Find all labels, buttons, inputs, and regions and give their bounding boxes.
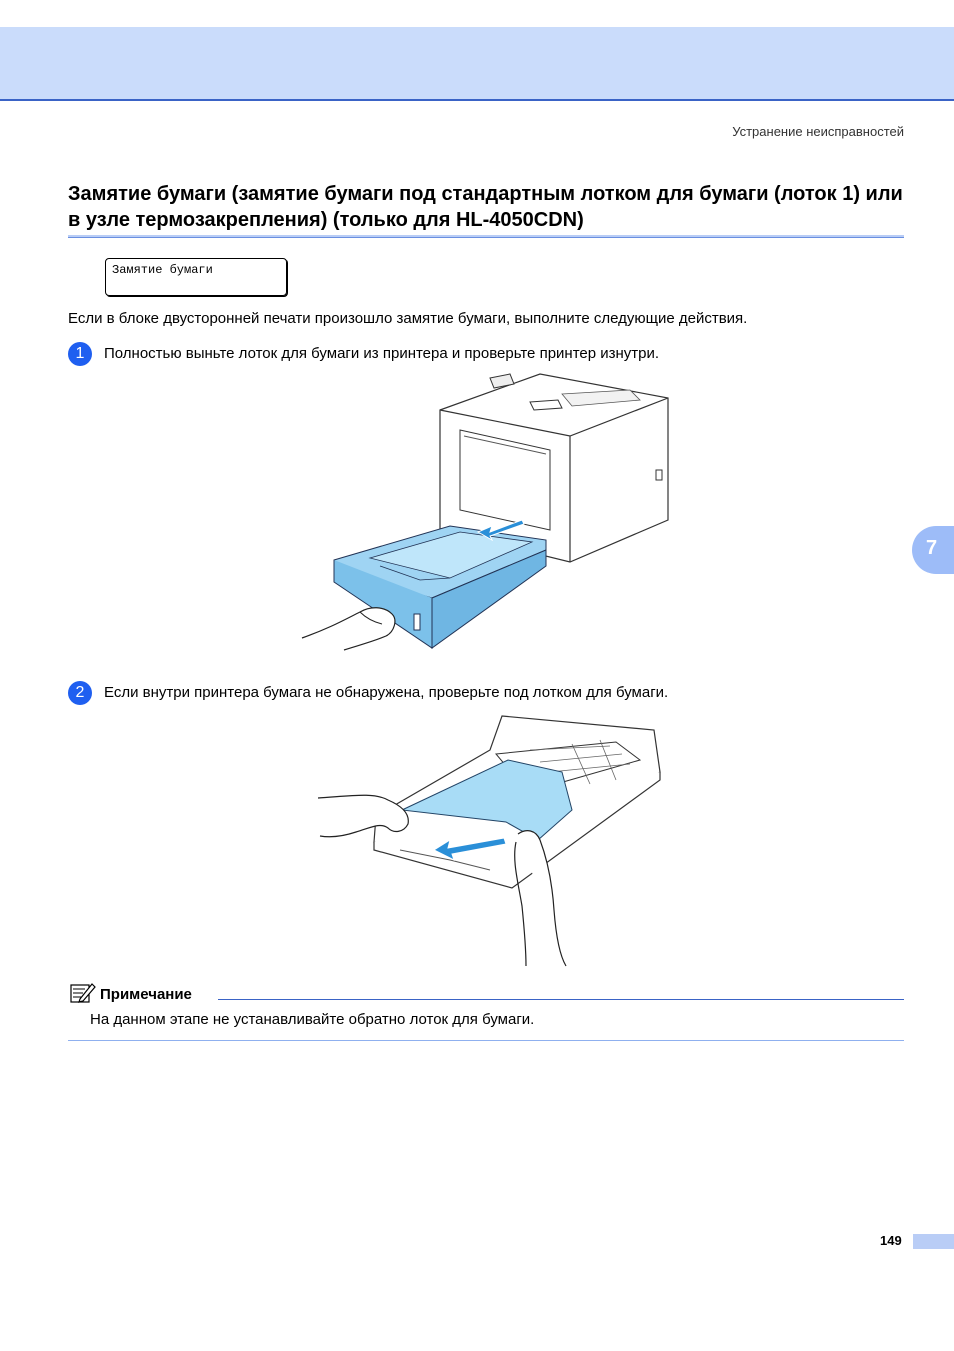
note-bottom-divider (68, 1040, 904, 1041)
lcd-message: Замятие бумаги (112, 263, 213, 277)
header-band (0, 27, 954, 101)
step-number-badge: 1 (68, 342, 92, 366)
page-number-bar (913, 1234, 954, 1249)
lcd-display: Замятие бумаги (105, 258, 287, 296)
step-text: Полностью выньте лоток для бумаги из при… (104, 345, 660, 362)
chapter-tab: 7 (912, 526, 954, 574)
note-divider (218, 999, 904, 1000)
paper-under-tray-illustration (317, 715, 661, 967)
title-divider (68, 235, 904, 238)
note-pencil-icon (70, 983, 96, 1003)
step-number-badge: 2 (68, 681, 92, 705)
running-head: Устранение неисправностей (732, 124, 904, 139)
printer-tray-illustration (301, 373, 669, 651)
note-header: Примечание (70, 982, 904, 1004)
note-text: На данном этапе не устанавливайте обратн… (90, 1011, 535, 1028)
intro-text: Если в блоке двусторонней печати произош… (68, 310, 748, 327)
section-title: Замятие бумаги (замятие бумаги под станд… (68, 183, 903, 231)
page-number: 149 (880, 1233, 902, 1248)
note-label: Примечание (100, 986, 192, 1003)
chapter-tab-label: 7 (926, 537, 938, 559)
step-text: Если внутри принтера бумага не обнаружен… (104, 684, 669, 701)
